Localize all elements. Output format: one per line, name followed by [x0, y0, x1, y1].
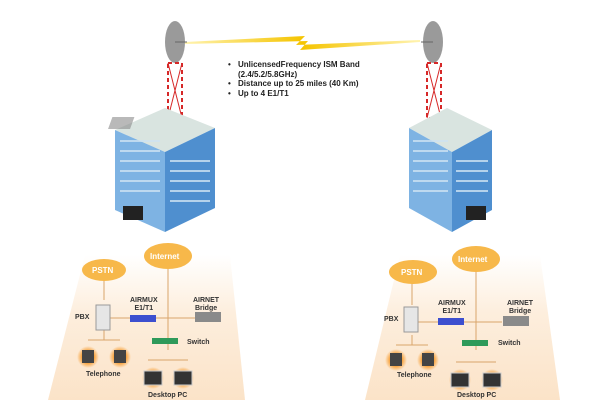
telephone-icon: [82, 350, 94, 363]
wireless-link: [185, 36, 420, 50]
pbx-icon: [403, 306, 419, 333]
tower-icon: [167, 62, 183, 119]
internet-cloud-icon: [144, 243, 192, 269]
feature-item: Up to 4 E1/T1: [228, 89, 360, 99]
switch-icon: [152, 338, 178, 344]
pstn-label: PSTN: [92, 266, 114, 275]
airmux-icon: [130, 315, 156, 322]
building-left: [108, 21, 215, 232]
feature-item: UnlicensedFrequency ISM Band(2.4/5.2/5.8…: [228, 60, 360, 79]
switch-label: Switch: [187, 339, 210, 346]
telephone-icon: [422, 353, 434, 366]
telephone-icon: [114, 350, 126, 363]
desktop-pc-icon: [450, 372, 470, 388]
airnet-bridge-icon: [195, 312, 221, 322]
pbx-label: PBX: [384, 316, 399, 323]
tower-icon: [426, 62, 442, 119]
airmux-icon: [438, 318, 464, 325]
feature-list: UnlicensedFrequency ISM Band(2.4/5.2/5.8…: [228, 60, 360, 98]
pbx-label: PBX: [75, 314, 90, 321]
network-left: [48, 243, 245, 400]
telephone-label: Telephone: [86, 371, 121, 378]
entrance-icon: [466, 206, 486, 220]
switch-icon: [462, 340, 488, 346]
desktop-pc-label: Desktop PC: [148, 392, 188, 399]
telephone-icon: [390, 353, 402, 366]
pbx-icon: [95, 304, 111, 331]
desktop-pc-label: Desktop PC: [457, 392, 497, 399]
pstn-cloud-icon: [82, 259, 126, 281]
airnet-bridge-icon: [503, 316, 529, 326]
switch-label: Switch: [498, 340, 521, 347]
desktop-pc-icon: [173, 370, 193, 386]
internet-label: Internet: [458, 255, 488, 264]
internet-label: Internet: [150, 252, 180, 261]
desktop-pc-icon: [143, 370, 163, 386]
internet-cloud-icon: [452, 246, 500, 272]
desktop-pc-icon: [482, 372, 502, 388]
pstn-label: PSTN: [401, 268, 423, 277]
building-right: [409, 21, 492, 232]
telephone-label: Telephone: [397, 372, 432, 379]
network-right: [365, 246, 560, 400]
entrance-icon: [123, 206, 143, 220]
pstn-cloud-icon: [389, 260, 437, 284]
feature-item: Distance up to 25 miles (40 Km): [228, 79, 360, 89]
